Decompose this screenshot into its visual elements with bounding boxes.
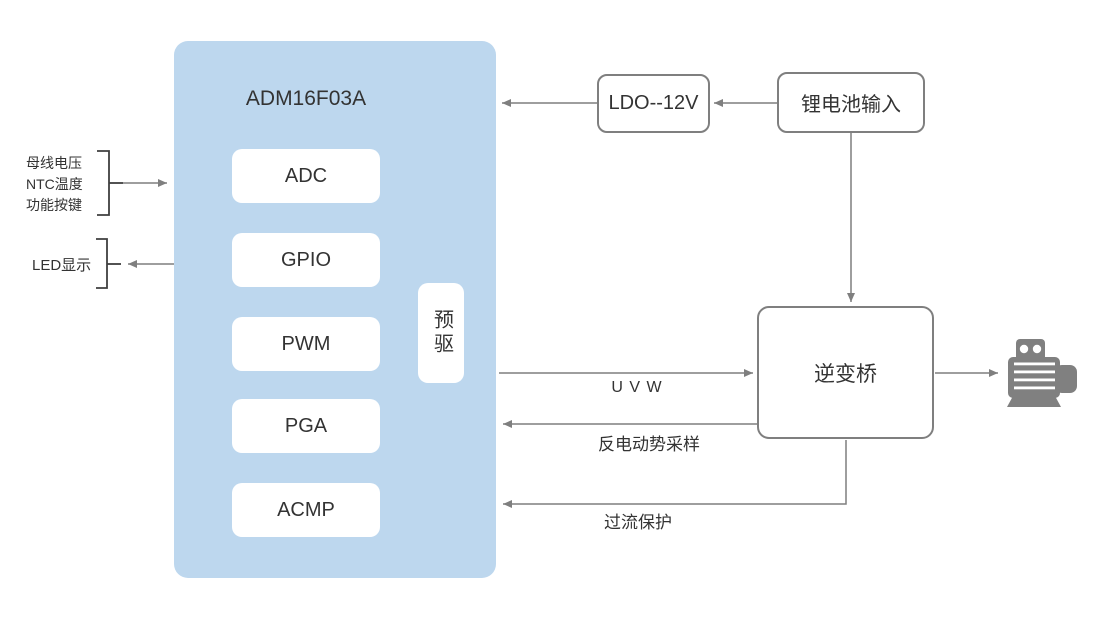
chip-block-pwm: PWM — [232, 317, 380, 371]
input-label-func-key: 功能按键 — [26, 197, 82, 213]
inverter-bridge-box: 逆变桥 — [757, 306, 934, 439]
motor-icon — [1007, 339, 1077, 407]
led-display-label: LED显示 — [32, 257, 92, 274]
chip-block-acmp: ACMP — [232, 483, 380, 537]
overcurrent-protect-label: 过流保护 — [604, 513, 672, 532]
chip-block-gpio: GPIO — [232, 233, 380, 287]
analog-input-labels: 母线电压 NTC温度 功能按键 — [26, 153, 94, 216]
inputs-bracket — [97, 150, 110, 216]
input-label-bus-voltage: 母线电压 — [26, 155, 82, 171]
chip-block-predriver: 预驱 — [418, 283, 464, 383]
arrow-overcurrent-to-chip — [503, 440, 847, 508]
back-emf-sampling-label: 反电动势采样 — [598, 435, 700, 454]
input-label-ntc-temp: NTC温度 — [26, 176, 83, 192]
chip-block-pga: PGA — [232, 399, 380, 453]
led-bracket — [96, 238, 108, 289]
battery-input-box: 锂电池输入 — [777, 72, 925, 133]
uvw-signal-label: U V W — [611, 379, 663, 396]
chip-title: ADM16F03A — [245, 87, 367, 110]
chip-block-adc: ADC — [232, 149, 380, 203]
ldo-box: LDO--12V — [597, 74, 710, 133]
